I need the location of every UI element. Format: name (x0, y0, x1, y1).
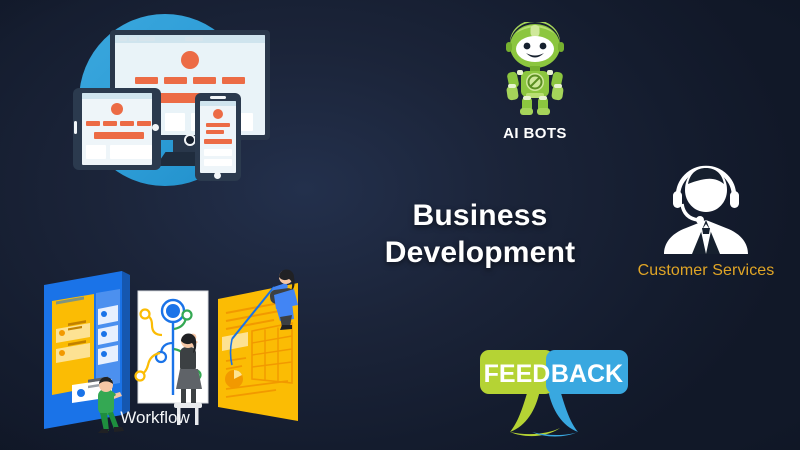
cta-bar (94, 132, 144, 139)
nav-item (193, 77, 216, 84)
phone-screen (200, 101, 236, 173)
cta-bar (148, 93, 232, 103)
content-card (110, 145, 152, 159)
content-card (204, 159, 232, 166)
tablet-home-button (152, 124, 159, 131)
content-card (204, 149, 232, 156)
nav-item (206, 123, 230, 127)
hero-circle (181, 51, 199, 69)
node-label-customer-services: Customer Services (637, 262, 775, 279)
feedback-left-text: FEED (484, 360, 551, 388)
nav-item (137, 121, 151, 126)
chrome-url (185, 37, 203, 41)
person-center (174, 333, 202, 425)
phone-home-button (214, 172, 221, 179)
responsive-devices-icon[interactable] (55, 8, 285, 190)
nav-item (120, 121, 134, 126)
page-title-line2: Development (384, 235, 576, 269)
nav-item (164, 77, 187, 84)
speech-bubbles-icon: FEED BACK (480, 350, 628, 437)
tablet-screen (82, 93, 152, 165)
nav-item (135, 77, 158, 84)
tablet-chrome-bar (82, 93, 152, 99)
node-ai-bots[interactable]: AI BOTS (492, 20, 578, 142)
chrome-url (139, 37, 155, 41)
hero-circle (111, 103, 123, 115)
feedback-right-text: BACK (551, 360, 623, 388)
spreadsheet-panel (218, 283, 298, 421)
kanban-board-panel (44, 271, 130, 429)
node-workflow[interactable] (36, 243, 326, 433)
nav-item (86, 121, 100, 126)
nav-item (103, 121, 117, 126)
node-feedback[interactable]: FEED BACK (474, 344, 634, 440)
chrome-tab (129, 37, 137, 41)
person-left (98, 377, 124, 433)
node-label-workflow: Workflow (120, 408, 190, 427)
hero-circle (213, 109, 223, 119)
phone-status-bar (200, 101, 236, 106)
content-card (165, 113, 185, 131)
node-label-ai-bots: AI BOTS (503, 125, 567, 142)
node-customer-services[interactable]: Customer Services (612, 158, 800, 280)
nav-item (222, 77, 245, 84)
page-title-line1: Business (412, 199, 548, 232)
content-card (86, 145, 106, 159)
page-title: Business Development (330, 198, 630, 271)
phone-device (195, 93, 241, 181)
headset-agent-icon (664, 165, 748, 254)
robot-icon (506, 20, 564, 115)
phone-speaker (210, 96, 226, 99)
nav-item (206, 130, 224, 134)
tablet-speaker (74, 121, 77, 134)
workflow-boards-icon (44, 269, 298, 433)
tablet-device (73, 88, 161, 170)
person-fishing (229, 269, 298, 366)
chrome-tab (119, 37, 127, 41)
cta-bar (204, 139, 232, 144)
